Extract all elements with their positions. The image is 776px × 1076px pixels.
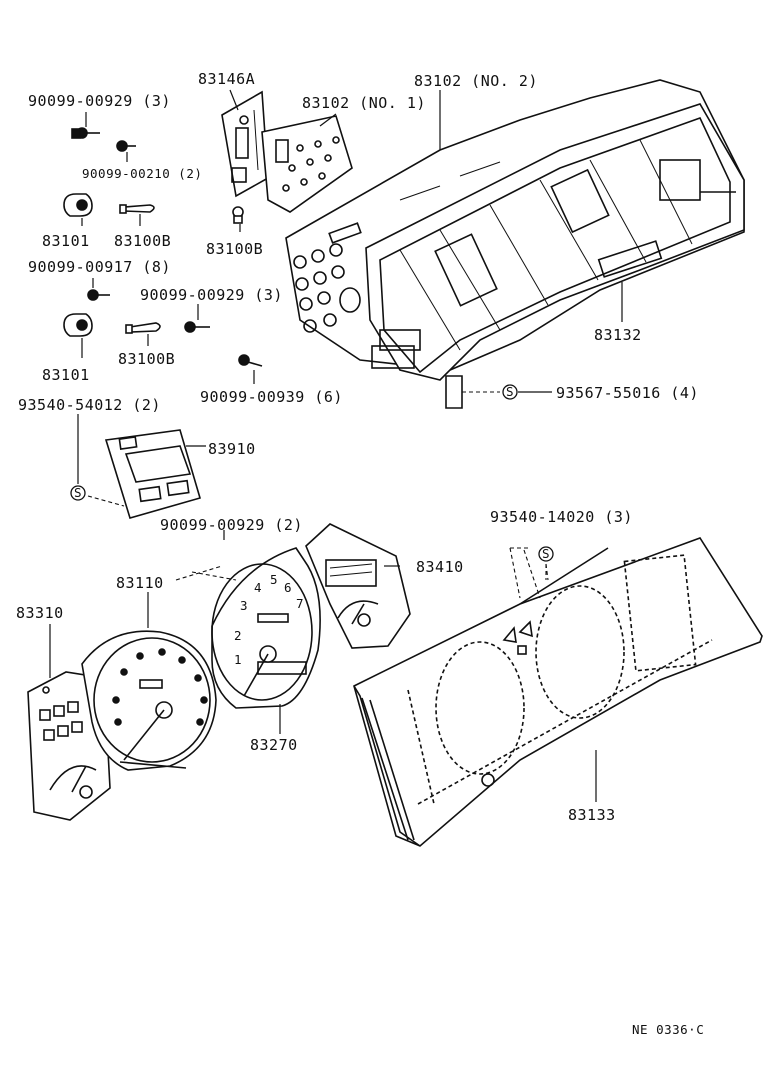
label-83133: 83133 bbox=[568, 806, 616, 824]
screw-90099-00939 bbox=[238, 354, 263, 367]
cluster-cover-83133 bbox=[353, 537, 763, 847]
label-93567-55016: 93567-55016 (4) bbox=[556, 384, 699, 402]
tachometer-83270: 2 3 4 5 6 7 1 bbox=[211, 547, 321, 709]
socket-83101-top bbox=[63, 193, 93, 217]
label-83110: 83110 bbox=[116, 574, 164, 592]
svg-text:2: 2 bbox=[234, 628, 242, 643]
label-83132: 83132 bbox=[594, 326, 642, 344]
label-83100B-top: 83100B bbox=[114, 232, 171, 250]
label-93540-14020: 93540-14020 (3) bbox=[490, 508, 633, 526]
label-83910: 83910 bbox=[208, 440, 256, 458]
label-90099-00929-mid: 90099-00929 (3) bbox=[140, 286, 283, 304]
display-unit-83910 bbox=[104, 429, 201, 519]
label-83410: 83410 bbox=[416, 558, 464, 576]
label-83100B-center: 83100B bbox=[206, 240, 263, 258]
label-83102-no1: 83102 (NO. 1) bbox=[302, 94, 426, 112]
screw-90099-00917 bbox=[87, 289, 110, 301]
label-83270: 83270 bbox=[250, 736, 298, 754]
label-90099-00939: 90099-00939 (6) bbox=[200, 388, 343, 406]
meter-case-83132 bbox=[365, 103, 745, 409]
s-mark-93567: S bbox=[502, 384, 518, 400]
label-90099-00917: 90099-00917 (8) bbox=[28, 258, 171, 276]
label-83101-lower: 83101 bbox=[42, 366, 90, 384]
svg-text:S: S bbox=[74, 485, 82, 500]
svg-text:5: 5 bbox=[270, 572, 278, 587]
label-83310: 83310 bbox=[16, 604, 64, 622]
label-83146A: 83146A bbox=[198, 70, 255, 88]
s-mark-93540-54012: S bbox=[70, 485, 86, 501]
speedometer-83110 bbox=[81, 630, 217, 771]
svg-text:1: 1 bbox=[234, 652, 242, 667]
svg-text:S: S bbox=[506, 384, 514, 399]
gauge-83410 bbox=[305, 523, 411, 649]
svg-text:7: 7 bbox=[296, 596, 304, 611]
label-90099-00929-low: 90099-00929 (2) bbox=[160, 516, 303, 534]
bulb-83100B-center bbox=[232, 206, 244, 224]
socket-83101-lower bbox=[63, 313, 93, 337]
label-90099-00210: 90099-00210 (2) bbox=[82, 166, 202, 181]
label-93540-54012: 93540-54012 (2) bbox=[18, 396, 161, 414]
label-83100B-lower: 83100B bbox=[118, 350, 175, 368]
s-mark-93540-14020: S bbox=[538, 546, 554, 562]
screw-90099-00929-top bbox=[71, 127, 100, 139]
svg-text:4: 4 bbox=[254, 580, 262, 595]
printed-circuit-83146A bbox=[221, 90, 269, 198]
screw-90099-00929-mid bbox=[184, 321, 210, 333]
printed-circuit-83102-no1 bbox=[261, 115, 353, 213]
svg-text:6: 6 bbox=[284, 580, 292, 595]
label-83102-no2: 83102 (NO. 2) bbox=[414, 72, 538, 90]
label-83101-top: 83101 bbox=[42, 232, 90, 250]
bulb-83100B-top bbox=[119, 204, 155, 214]
svg-text:3: 3 bbox=[240, 598, 248, 613]
svg-text:S: S bbox=[542, 546, 550, 561]
drawing-code: NE 0336·C bbox=[632, 1022, 704, 1037]
screw-90099-00210 bbox=[116, 140, 136, 152]
bulb-83100B-lower bbox=[125, 322, 161, 334]
label-90099-00929-top: 90099-00929 (3) bbox=[28, 92, 171, 110]
